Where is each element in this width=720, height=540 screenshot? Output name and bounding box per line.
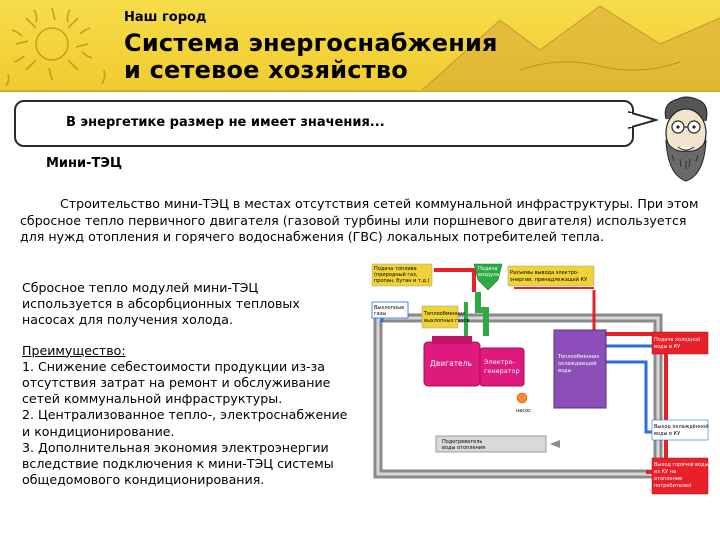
svg-text:охлаждающей: охлаждающей [558, 360, 597, 367]
mini-chp-schematic-diagram: Подача топлива (природный газ, пропан, б… [371, 263, 709, 495]
bearded-man-portrait-icon [664, 96, 708, 182]
intro-paragraph: Строительство мини-ТЭЦ в местах отсутств… [20, 196, 700, 246]
hot-water-output-label: Выход горячей воды [654, 461, 709, 468]
fuel-supply-label: Подача топлива [374, 266, 417, 272]
exhaust-heat-exchanger-label: Теплообменник [423, 311, 465, 317]
page-title-line-1: Система энергоснабжения [124, 29, 498, 57]
water-heater-label: Подогреватель [442, 439, 482, 445]
svg-text:генератор: генератор [484, 367, 520, 375]
svg-text:воды отопления: воды отопления [442, 445, 485, 451]
cold-water-supply-box [651, 331, 709, 355]
svg-text:воздуха: воздуха [478, 272, 499, 278]
cold-water-supply-label: Подача холодной [654, 336, 700, 343]
svg-text:из КУ на: из КУ на [654, 469, 676, 475]
power-output-box [507, 265, 595, 287]
return-water-label: Выход охлаждённой [654, 423, 709, 430]
svg-text:воды: воды [558, 368, 571, 374]
absorption-paragraph: Сбросное тепло модулей мини-ТЭЦ использу… [22, 280, 300, 328]
air-supply-funnel [473, 263, 503, 291]
engine-label: Двигатель [430, 359, 472, 368]
generator-label: Электро- [484, 358, 516, 366]
exhaust-label: Выхлопные [374, 305, 404, 311]
advantages-block: Преимущество: 1. Снижение себестоимости … [22, 343, 352, 489]
water-heater-box [435, 435, 547, 453]
section-label: Наш город [124, 10, 207, 25]
svg-text:(природный газ,: (природный газ, [374, 271, 418, 278]
heat-exchanger-label: Теплообменник [557, 354, 599, 360]
section-subheading: Мини-ТЭЦ [46, 156, 123, 171]
fuel-supply-box [371, 263, 433, 287]
speech-bubble-tail [628, 110, 658, 130]
svg-text:потребителей: потребителей [654, 482, 691, 489]
exhaust-pipe [475, 292, 489, 336]
hot-pipe [434, 268, 476, 292]
svg-text:отопление: отопление [654, 476, 682, 482]
sun-and-mountains-illustration [5, 5, 720, 90]
power-output-label: Разъемы вывода электро- [510, 270, 579, 276]
air-supply-label: Подача [478, 266, 497, 272]
speech-bubble: В энергетике размер не имеет значения... [14, 100, 634, 147]
pump-label: насос [516, 408, 531, 414]
pump-icon [516, 392, 528, 404]
exhaust-box [371, 301, 409, 319]
svg-text:энергии, принадлежащей КУ: энергии, принадлежащей КУ [510, 276, 587, 283]
advantage-item: 3. Дополнительная экономия электроэнерги… [22, 439, 334, 488]
svg-text:выхлопных газов: выхлопных газов [424, 318, 470, 324]
page-title-line-2: и сетевое хозяйство [124, 56, 408, 84]
svg-text:пропан, бутан и т.д.): пропан, бутан и т.д.) [374, 278, 430, 284]
return-water-box [651, 419, 709, 441]
svg-text:воды в КУ: воды в КУ [654, 344, 680, 350]
speech-bubble-text: В энергетике размер не имеет значения... [66, 115, 385, 130]
intro-paragraph-text: Строительство мини-ТЭЦ в местах отсутств… [20, 196, 699, 244]
generator-block [479, 347, 525, 387]
hot-water-output-box [651, 457, 709, 495]
exhaust-heat-exchanger [421, 305, 459, 329]
left-column-text: Сбросное тепло модулей мини-ТЭЦ использу… [22, 280, 352, 488]
page-title: Система энергоснабжения и сетевое хозяйс… [124, 30, 498, 84]
svg-text:воды в КУ: воды в КУ [654, 431, 680, 437]
header-banner: Наш город Система энергоснабжения и сете… [0, 0, 720, 92]
advantages-title: Преимущество: [22, 342, 126, 358]
advantage-item: 1. Снижение себестоимости продукции из-з… [22, 358, 331, 407]
advantage-item: 2. Централизованное тепло-, электроснабж… [22, 407, 348, 439]
heat-exchanger-block [553, 329, 607, 409]
svg-text:газы: газы [374, 311, 386, 317]
